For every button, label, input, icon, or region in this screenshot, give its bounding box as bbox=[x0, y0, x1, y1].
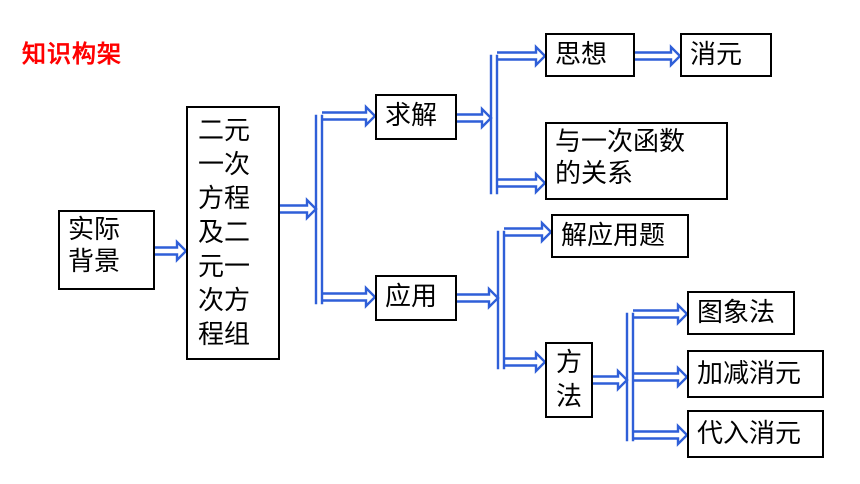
arrow-background-to-equations bbox=[155, 239, 188, 263]
arrow-to-apply bbox=[322, 285, 377, 309]
node-graph: 图象法 bbox=[687, 291, 795, 335]
node-word-problems: 解应用题 bbox=[551, 214, 689, 258]
arrow-to-add-sub bbox=[633, 365, 689, 389]
arrow-method-to-split bbox=[593, 368, 629, 392]
arrow-thought-to-elimination bbox=[635, 44, 682, 68]
node-substitution: 代入消元 bbox=[687, 410, 824, 458]
arrow-to-substitution bbox=[633, 423, 689, 447]
arrow-to-word-problems bbox=[504, 220, 553, 244]
arrow-to-graph bbox=[633, 302, 689, 326]
arrow-solve-to-split bbox=[457, 106, 493, 130]
arrow-to-relation bbox=[497, 171, 547, 195]
arrow-to-thought bbox=[497, 44, 547, 68]
node-add-sub: 加减消元 bbox=[687, 350, 824, 398]
arrow-to-method bbox=[504, 350, 547, 374]
node-thought: 思想 bbox=[545, 33, 635, 77]
node-equations: 二元 一次 方程 及二 元一 次方 程组 bbox=[186, 106, 280, 360]
node-solve: 求解 bbox=[375, 94, 457, 140]
node-background: 实际 背景 bbox=[58, 210, 155, 290]
node-relation: 与一次函数 的关系 bbox=[545, 122, 728, 200]
arrow-to-solve bbox=[322, 104, 377, 128]
node-method: 方 法 bbox=[545, 342, 593, 418]
arrow-apply-to-split bbox=[457, 286, 500, 310]
diagram-title: 知识构架 bbox=[22, 40, 122, 68]
node-apply: 应用 bbox=[375, 275, 457, 321]
arrow-equations-to-split bbox=[280, 197, 318, 221]
node-elimination: 消元 bbox=[680, 33, 772, 77]
